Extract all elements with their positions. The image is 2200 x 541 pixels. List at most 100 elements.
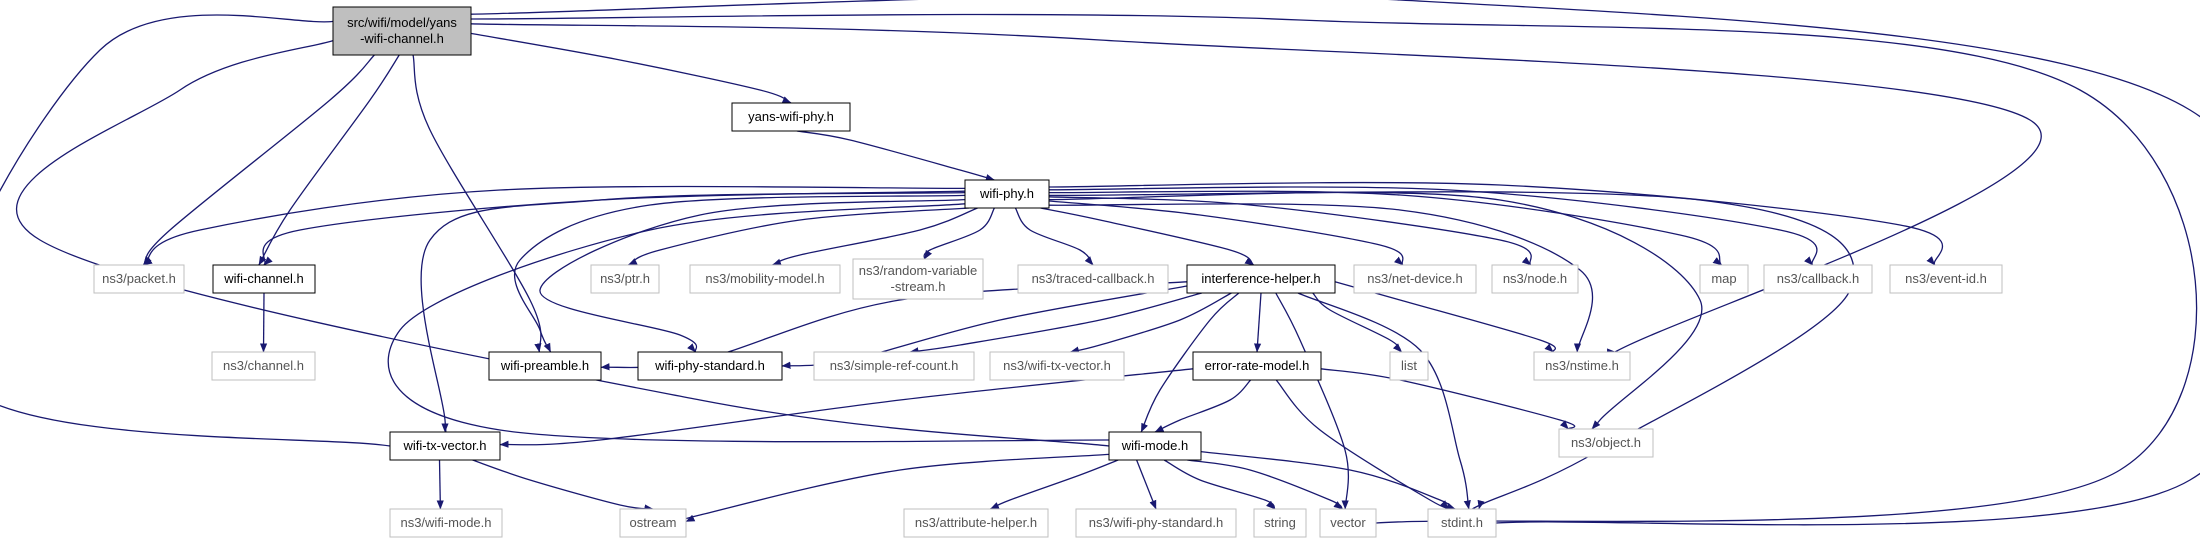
node-wifi-mode-ns3: ns3/wifi-mode.h	[389, 508, 503, 538]
edge-wifi-mode-to-attribute	[989, 459, 1119, 510]
node-random: ns3/random-variable-stream.h	[852, 258, 984, 300]
node-node: ns3/node.h	[1491, 264, 1579, 294]
edge-wifi-phy-to-callback	[1048, 186, 1818, 266]
node-box-yans-wifi-phy	[731, 102, 851, 132]
node-box-object	[1558, 428, 1654, 458]
node-box-list	[1389, 351, 1429, 381]
node-box-traced	[1017, 264, 1169, 294]
node-wifi-tx-vector[interactable]: wifi-tx-vector.h	[389, 431, 501, 461]
edge-root-to-wifi-mode	[16, 39, 1140, 451]
node-label-wifi-tx-vector-ns3: ns3/wifi-tx-vector.h	[1003, 358, 1111, 373]
node-label-channel: ns3/channel.h	[223, 358, 304, 373]
node-error-rate[interactable]: error-rate-model.h	[1192, 351, 1322, 381]
edge-root-to-yans-wifi-phy	[470, 32, 792, 104]
edge-wifi-channel-to-channel	[259, 292, 268, 353]
node-label-wifi-channel: wifi-channel.h	[223, 271, 304, 286]
node-packet: ns3/packet.h	[93, 264, 185, 294]
node-label-ostream: ostream	[630, 515, 677, 530]
node-label-string: string	[1264, 515, 1296, 530]
edge-interference-to-wifi-tx-vector-ns3	[1069, 292, 1232, 354]
node-label-attribute: ns3/attribute-helper.h	[915, 515, 1037, 530]
edge-root-to-wifi-channel	[258, 54, 400, 266]
node-label-mobility: ns3/mobility-model.h	[705, 271, 824, 286]
edge-wifi-phy-to-mobility	[772, 207, 978, 266]
edge-wifi-phy-to-traced	[1014, 207, 1094, 266]
node-traced: ns3/traced-callback.h	[1017, 264, 1169, 294]
node-label-event-id: ns3/event-id.h	[1905, 271, 1987, 286]
node-mobility: ns3/mobility-model.h	[689, 264, 841, 294]
node-box-wifi-phy	[964, 179, 1050, 209]
node-label-wifi-phy: wifi-phy.h	[979, 186, 1034, 201]
node-box-wifi-mode-ns3	[389, 508, 503, 538]
edge-interference-to-error-rate	[1253, 292, 1262, 353]
node-wifi-preamble[interactable]: wifi-preamble.h	[488, 351, 602, 381]
node-box-callback	[1763, 264, 1873, 294]
edge-wifi-phy-to-object	[1048, 191, 1703, 433]
node-box-attribute	[903, 508, 1049, 538]
node-wifi-phy-standard-ns3: ns3/wifi-phy-standard.h	[1075, 508, 1237, 538]
node-label-traced: ns3/traced-callback.h	[1032, 271, 1155, 286]
node-box-stdint	[1427, 508, 1497, 538]
edge-interference-to-simple-ref	[909, 292, 1202, 355]
node-object: ns3/object.h	[1558, 428, 1654, 458]
node-string: string	[1253, 508, 1307, 538]
edge-wifi-tx-vector-to-ostream	[472, 459, 654, 512]
edge-yans-wifi-phy-to-wifi-phy	[796, 130, 995, 182]
node-interference[interactable]: interference-helper.h	[1186, 264, 1336, 294]
edge-wifi-phy-to-packet	[143, 185, 966, 266]
node-list: list	[1389, 351, 1429, 381]
node-box-ostream	[619, 508, 687, 538]
node-wifi-tx-vector-ns3: ns3/wifi-tx-vector.h	[989, 351, 1125, 381]
node-wifi-mode[interactable]: wifi-mode.h	[1108, 431, 1202, 461]
node-label-wifi-phy-standard: wifi-phy-standard.h	[654, 358, 765, 373]
node-label-random-line-0: ns3/random-variable	[859, 263, 978, 278]
edge-root-to-nstime	[470, 23, 2042, 370]
node-box-net-device	[1353, 264, 1477, 294]
node-root[interactable]: src/wifi/model/yans-wifi-channel.h	[332, 6, 472, 56]
node-label-vector: vector	[1330, 515, 1366, 530]
edge-error-rate-to-stdint	[1275, 379, 1456, 510]
edge-root-to-packet	[142, 54, 375, 266]
edge-wifi-phy-to-map	[1048, 190, 1723, 266]
node-box-wifi-phy-standard-ns3	[1075, 508, 1237, 538]
edge-wifi-phy-to-nstime	[1048, 203, 1593, 353]
node-label-list: list	[1401, 358, 1417, 373]
node-box-wifi-tx-vector-ns3	[989, 351, 1125, 381]
node-label-packet: ns3/packet.h	[102, 271, 176, 286]
node-label-stdint: stdint.h	[1441, 515, 1483, 530]
edge-wifi-phy-to-wifi-tx-vector	[420, 191, 966, 438]
edge-interference-to-list	[1312, 292, 1402, 353]
node-box-nstime	[1533, 351, 1631, 381]
node-yans-wifi-phy[interactable]: yans-wifi-phy.h	[731, 102, 851, 132]
node-box-channel	[211, 351, 316, 381]
node-box-interference	[1186, 264, 1336, 294]
node-net-device: ns3/net-device.h	[1353, 264, 1477, 294]
node-wifi-phy[interactable]: wifi-phy.h	[964, 179, 1050, 209]
node-label-callback: ns3/callback.h	[1777, 271, 1859, 286]
file-nodes: src/wifi/model/yans-wifi-channel.h yans-w…	[93, 6, 2003, 538]
node-box-map	[1699, 264, 1749, 294]
edge-wifi-phy-to-wifi-preamble	[513, 194, 966, 353]
node-box-vector	[1319, 508, 1377, 538]
node-callback: ns3/callback.h	[1763, 264, 1873, 294]
node-box-wifi-preamble	[488, 351, 602, 381]
edge-wifi-phy-to-event-id	[1048, 181, 1944, 266]
node-stdint: stdint.h	[1427, 508, 1497, 538]
node-box-ptr	[590, 264, 660, 294]
edge-root-to-wifi-preamble	[412, 54, 542, 353]
edge-interference-to-stdint	[1297, 292, 1471, 510]
node-label-wifi-tx-vector: wifi-tx-vector.h	[402, 438, 486, 453]
node-box-wifi-channel	[212, 264, 316, 294]
edge-interference-to-vector	[1275, 292, 1350, 510]
node-box-wifi-mode	[1108, 431, 1202, 461]
node-nstime: ns3/nstime.h	[1533, 351, 1631, 381]
edge-interference-to-wifi-mode	[1140, 292, 1240, 433]
node-map: map	[1699, 264, 1749, 294]
node-wifi-phy-standard[interactable]: wifi-phy-standard.h	[637, 351, 783, 381]
node-box-wifi-phy-standard	[637, 351, 783, 381]
node-event-id: ns3/event-id.h	[1889, 264, 2003, 294]
node-wifi-channel[interactable]: wifi-channel.h	[212, 264, 316, 294]
node-box-error-rate	[1192, 351, 1322, 381]
node-label-interference: interference-helper.h	[1201, 271, 1320, 286]
